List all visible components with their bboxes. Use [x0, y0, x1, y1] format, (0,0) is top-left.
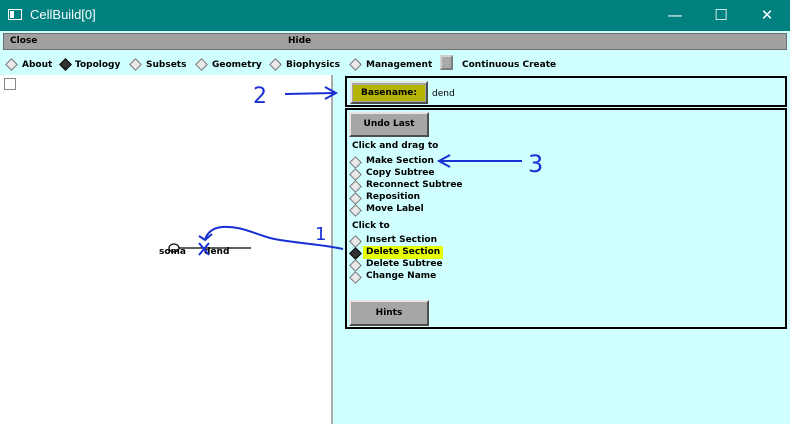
- maximize-button[interactable]: ☐: [714, 6, 728, 24]
- annotation-one: 1: [315, 224, 326, 245]
- canvas-corner-box[interactable]: [4, 78, 16, 90]
- hide-menu-button[interactable]: Hide: [288, 36, 312, 46]
- click-heading: Click to: [352, 221, 390, 231]
- arrow-two-shaft: [284, 92, 336, 95]
- action-make-section[interactable]: Make Section: [366, 156, 434, 166]
- continuous-create-label: Continuous Create: [462, 60, 557, 70]
- tab-management[interactable]: Management: [366, 60, 433, 70]
- arrow-one-head-icon: [198, 233, 213, 242]
- soma-shape: [168, 243, 180, 253]
- minimize-button[interactable]: —: [667, 6, 683, 24]
- arrow-three-head-icon: [436, 154, 451, 168]
- arrow-one-shaft: [204, 225, 344, 250]
- hints-button[interactable]: Hints: [349, 300, 429, 326]
- basename-value: dend: [432, 89, 455, 99]
- annotation-two: 2: [253, 84, 267, 109]
- menu-bar: Close Hide: [3, 33, 787, 50]
- action-move-label[interactable]: Move Label: [366, 204, 424, 214]
- click-drag-heading: Click and drag to: [352, 141, 439, 151]
- continuous-create-checkbox[interactable]: [440, 55, 453, 70]
- action-reconnect-subtree[interactable]: Reconnect Subtree: [366, 180, 463, 190]
- action-delete-subtree[interactable]: Delete Subtree: [366, 259, 443, 269]
- tab-biophysics[interactable]: Biophysics: [286, 60, 340, 70]
- delete-mark-icon: [198, 242, 210, 256]
- tab-topology[interactable]: Topology: [75, 60, 121, 70]
- tab-geometry[interactable]: Geometry: [212, 60, 262, 70]
- tab-subsets[interactable]: Subsets: [146, 60, 187, 70]
- annotation-three: 3: [528, 150, 543, 178]
- basename-panel: [345, 76, 787, 107]
- tools-panel: [345, 108, 787, 329]
- title-bar: CellBuild[0] — ☐ ✕: [0, 0, 790, 31]
- action-copy-subtree[interactable]: Copy Subtree: [366, 168, 435, 178]
- topology-canvas[interactable]: [0, 75, 333, 424]
- close-window-button[interactable]: ✕: [760, 6, 774, 24]
- undo-last-button[interactable]: Undo Last: [349, 112, 429, 137]
- action-delete-section[interactable]: Delete Section: [363, 246, 444, 259]
- dend-label: dend: [204, 247, 230, 257]
- window-title: CellBuild[0]: [30, 7, 96, 22]
- close-menu-button[interactable]: Close: [10, 36, 38, 46]
- basename-button-label: Basename:: [353, 85, 425, 101]
- tab-about[interactable]: About: [22, 60, 53, 70]
- action-change-name[interactable]: Change Name: [366, 271, 437, 281]
- app-icon: [8, 9, 22, 20]
- action-reposition[interactable]: Reposition: [366, 192, 421, 202]
- basename-button[interactable]: Basename:: [350, 81, 428, 104]
- action-insert-section[interactable]: Insert Section: [366, 235, 437, 245]
- arrow-two-head-icon: [324, 86, 339, 100]
